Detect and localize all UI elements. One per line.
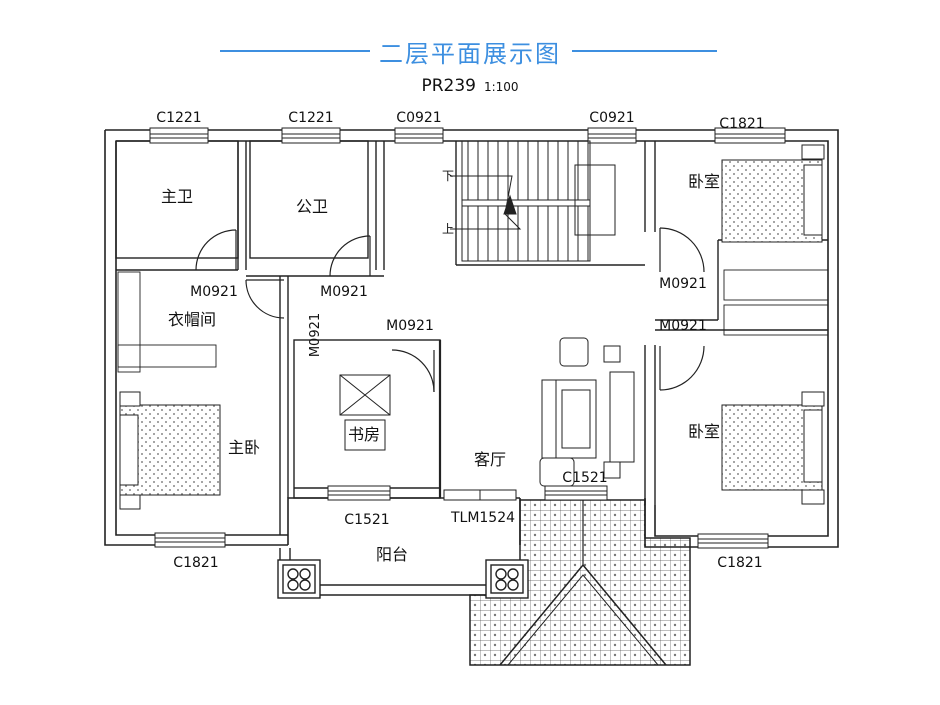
title-line-right [572,50,717,52]
title-line-left [220,50,370,52]
room-labels: 主卫 公卫 衣帽间 主卧 书房 客厅 阳台 卧室 卧室 [161,172,720,564]
label-door-master-bath: M0921 [190,284,238,300]
label-window-c1521-study: C1521 [344,512,389,528]
label-window-c1821-sw: C1821 [173,555,218,571]
label-door-bed-ne: M0921 [659,276,707,292]
bed-se [721,391,825,505]
label-study: 书房 [348,425,380,444]
label-master-bedroom: 主卧 [228,438,260,457]
page-title: 二层平面展示图 [379,40,561,68]
plan-subtitle: PR239 1:100 [0,76,940,96]
balcony [277,548,529,599]
label-door-bed-se: M0921 [659,318,707,334]
label-bedroom-se: 卧室 [688,422,720,441]
label-window-c1521-living: C1521 [562,470,607,486]
opening-labels: C1221 C1221 C0921 C0921 C1821 C1821 C182… [156,110,764,571]
windows [149,127,786,549]
living-furniture [539,337,635,487]
door-swings [195,227,705,393]
label-living-room: 客厅 [474,450,506,469]
stair-labels: 下 上 [442,169,454,236]
label-window-c1821-se: C1821 [717,555,762,571]
study-desk [339,374,391,451]
label-window-c0921-b: C0921 [589,110,634,126]
label-stair-up: 上 [442,222,454,236]
label-walk-in-closet: 衣帽间 [168,310,216,329]
label-sliding-door: TLM1524 [450,510,515,526]
staircase [450,140,616,262]
label-public-bath: 公卫 [296,197,328,216]
label-window-c1221-a: C1221 [156,110,201,126]
label-door-study: M0921 [386,318,434,334]
label-window-c0921-a: C0921 [396,110,441,126]
label-bedroom-ne: 卧室 [688,172,720,191]
page-header: 二层平面展示图 PR239 1:100 [0,0,940,110]
bed-ne [721,144,825,243]
roof [469,499,691,666]
label-stair-down: 下 [442,169,454,183]
label-window-c1221-b: C1221 [288,110,333,126]
label-door-public-bath: M0921 [320,284,368,300]
label-door-vertical: M0921 [308,313,323,357]
label-master-bath: 主卫 [161,187,193,206]
closet-racks [117,269,829,373]
bed-master [119,391,221,510]
plan-scale: 1:100 [483,80,519,94]
label-window-c1821-ne: C1821 [719,116,764,132]
label-balcony: 阳台 [376,545,408,564]
plan-code: PR239 [421,76,476,96]
